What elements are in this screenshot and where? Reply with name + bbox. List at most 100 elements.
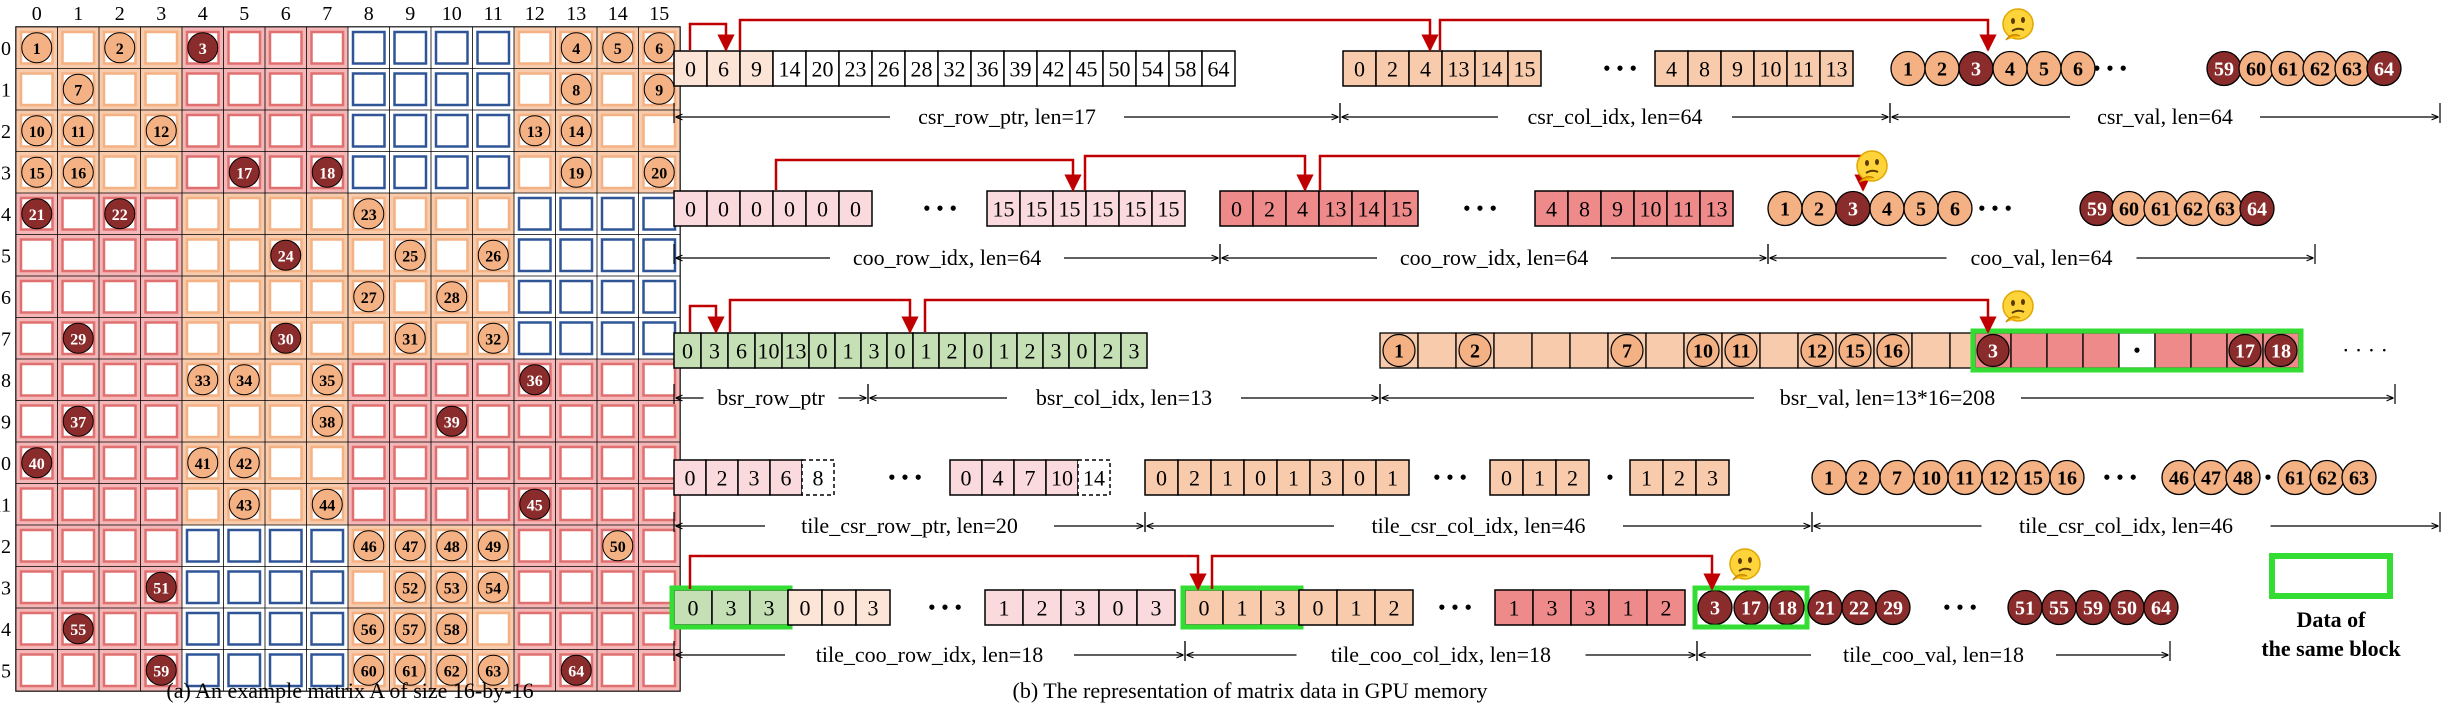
matrix-col-header: 2 [115, 3, 125, 25]
nonzero-circle [228, 447, 260, 479]
bsr-col-idx-cell: 0 [886, 332, 914, 369]
nonzero-value: 57 [402, 622, 418, 639]
tile-csr-col-idx-cell: 0 [1489, 459, 1524, 496]
nonzero-value: 2 [116, 41, 124, 58]
bsr-col-idx-cell-value: 0 [895, 339, 906, 364]
tile-coo-col-idx-cell-box [1336, 589, 1376, 626]
tile-coo-col-idx-cell-value: 1 [1623, 596, 1634, 621]
coo-row-idx-cell-box [673, 190, 708, 227]
tile-csr-row-ptr-cell: 4 [981, 459, 1015, 496]
bsr-val-circle [1610, 333, 1644, 368]
bsr-row-ptr-cell-box [673, 332, 702, 369]
matrix-cell [61, 653, 96, 688]
matrix-cell [351, 321, 386, 356]
matrix-nonzero: 1 [21, 32, 53, 64]
csr-row-ptr-box [904, 50, 939, 87]
coo-col-idx-cell: 11 [1666, 190, 1701, 227]
nonzero-value: 30 [278, 331, 294, 348]
nonzero-circle [187, 32, 219, 64]
legend-label-line1: Data of [2296, 607, 2366, 632]
matrix-cell [434, 155, 469, 190]
coo-row-idx-cell-box [1052, 190, 1087, 227]
nonzero-value: 20 [651, 165, 667, 182]
csr-val-value: 62 [2310, 59, 2330, 81]
matrix-nonzero: 19 [560, 156, 592, 188]
pointer-arrow [1083, 154, 1314, 192]
matrix-cell [227, 611, 262, 646]
nonzero-circle [477, 322, 509, 354]
tile-csr-row-ptr-cell: 3 [737, 459, 771, 496]
matrix-nonzero: 37 [62, 405, 94, 437]
nonzero-circle [602, 32, 634, 64]
matrix-nonzero: 38 [311, 405, 343, 437]
tile-coo-val: 18 [1769, 589, 1805, 626]
matrix-cell [434, 196, 469, 231]
pointer-arrow [1438, 18, 1997, 52]
nonzero-value: 19 [568, 165, 584, 182]
tile-csr-row-ptr-cell-box [705, 459, 739, 496]
matrix-row-header: 0 [1, 38, 11, 60]
coo-row-idx-cell-box [838, 190, 873, 227]
csr-row-ptr-value: 36 [977, 57, 999, 82]
nonzero-value: 35 [319, 373, 335, 390]
nonzero-value: 18 [319, 165, 335, 182]
matrix-cell [351, 404, 386, 439]
csr-col-idx-cell-box [1342, 50, 1377, 87]
emoji-eye [2011, 300, 2015, 306]
nonzero-circle [519, 488, 551, 520]
coo-val: 1 [1767, 190, 1803, 227]
coo-val-value: 6 [1950, 199, 1960, 221]
matrix-cell [642, 279, 677, 314]
tile-coo-val-value: 17 [1741, 598, 1761, 620]
tile-coo-col-idx-cell-box [1494, 589, 1534, 626]
matrix-cell [517, 30, 552, 65]
matrix-cell [268, 362, 303, 397]
tile-coo-row-idx-cell-value: 3 [868, 596, 879, 621]
pointer-arrow [923, 298, 1997, 334]
coo-row-idx-cell-value: 15 [1158, 197, 1180, 222]
nonzero-value: 37 [70, 414, 86, 431]
tile-csr-row-ptr-cell-value: 4 [993, 466, 1004, 491]
emoji-eye [1865, 160, 1869, 166]
matrix-cell [393, 196, 428, 231]
csr-col-idx-cell-box [1654, 50, 1689, 87]
bsr-col-idx-cell: 3 [1042, 332, 1070, 369]
csr-col-idx-cell: 4 [1654, 50, 1689, 87]
matrix-cell [642, 528, 677, 563]
tile-csr-val: 1 [1811, 459, 1847, 496]
matrix-nonzero: 9 [643, 73, 675, 105]
matrix-nonzero: 31 [394, 322, 426, 354]
csr-col-idx-cell: 9 [1720, 50, 1755, 87]
tile-coo-col-idx-cell-value: 3 [1547, 596, 1558, 621]
matrix-cell [559, 487, 594, 522]
csr-row-ptr-value: 9 [751, 57, 762, 82]
coo-row-idx-cell-box [1019, 190, 1054, 227]
matrix-cell [476, 611, 511, 646]
matrix-cell [351, 238, 386, 273]
tile-csr-col-idx-cell: 1 [1210, 459, 1245, 496]
csr-col-idx-cell-value: 13 [1448, 57, 1470, 82]
bsr-val-circle [2264, 333, 2298, 368]
matrix-cell [61, 279, 96, 314]
matrix-nonzero: 3 [187, 32, 219, 64]
matrix-nonzero: 60 [353, 654, 385, 686]
nonzero-circle [62, 322, 94, 354]
bsr-val-circle [1686, 333, 1720, 368]
tile-csr-val: 2 [1845, 459, 1881, 496]
csr-col-idx-cell: 13 [1441, 50, 1476, 87]
dimension-label-bg [785, 643, 1074, 667]
emoji-eye [2021, 299, 2025, 305]
csr-val: 61 [2270, 50, 2306, 87]
nonzero-value: 58 [444, 622, 460, 639]
tile-coo-col-idx-cell-value: 3 [1275, 596, 1286, 621]
matrix-nonzero: 22 [104, 198, 136, 230]
nonzero-value: 50 [610, 539, 626, 556]
matrix-nonzero: 4 [560, 32, 592, 64]
csr-col-idx-cell: 13 [1819, 50, 1854, 87]
tile-csr-val: 48 [2225, 459, 2261, 496]
nonzero-circle [560, 156, 592, 188]
tile-coo-val-value: 64 [2151, 598, 2171, 620]
matrix-cell [600, 196, 635, 231]
matrix-cell [102, 279, 137, 314]
